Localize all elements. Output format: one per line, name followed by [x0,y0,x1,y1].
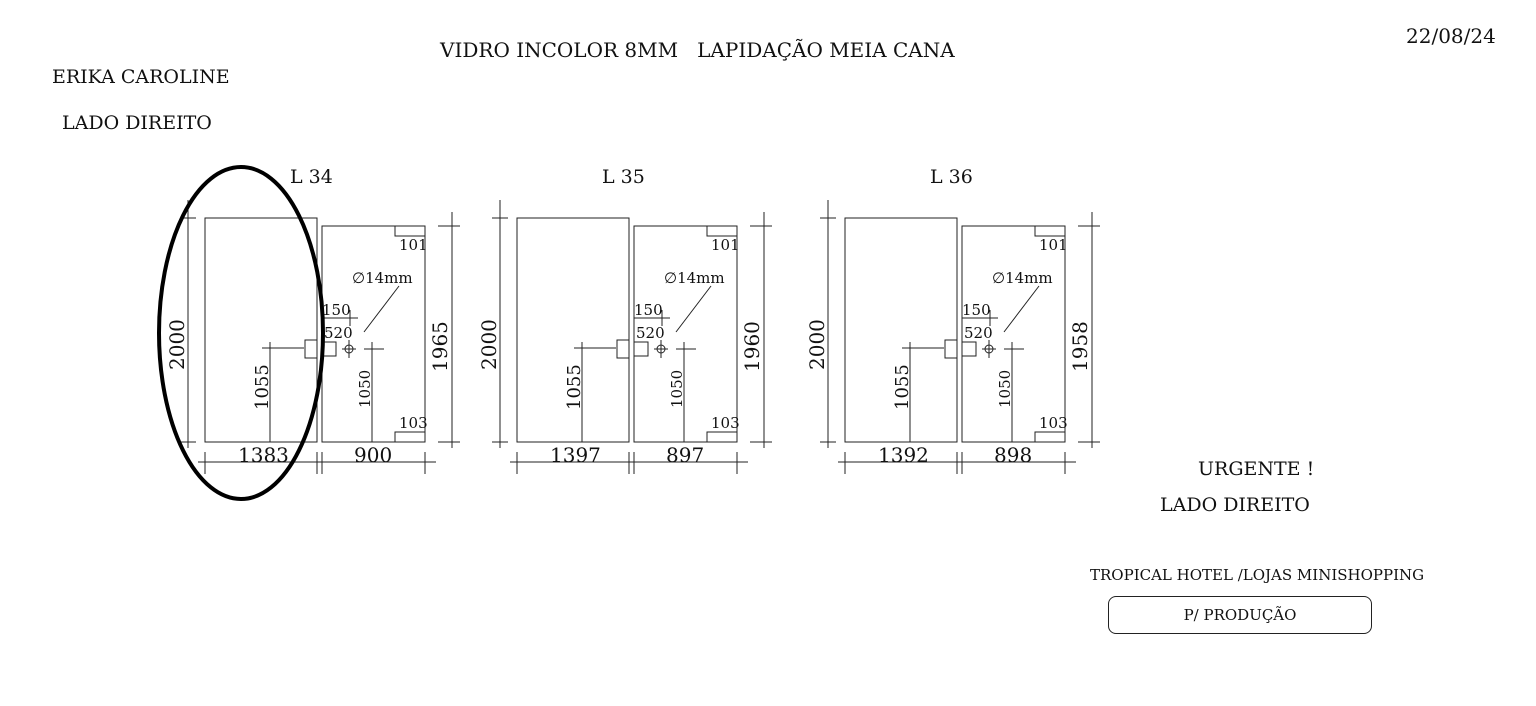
hole-diameter-label: ∅14mm [352,269,413,287]
hole-diameter-label: ∅14mm [992,269,1053,287]
hole-height-label: 1050 [996,370,1014,408]
production-stamp-label: P/ PRODUÇÃO [1183,606,1297,624]
side-note: LADO DIREITO [1160,494,1310,516]
offset-520-label: 520 [324,324,353,342]
fixed-height-label: 2000 [477,319,501,370]
hole-height-label: 1050 [668,370,686,408]
hole-diameter-label: ∅14mm [664,269,725,287]
fixed-panel [844,217,958,443]
handle-block [944,339,958,359]
fixed-height-label: 2000 [805,319,829,370]
hinge-top [394,225,426,237]
door-width-label: 898 [994,443,1032,467]
handle-block [616,339,630,359]
fixed-width-label: 1397 [550,443,601,467]
unit-3: L 36 2000 1958 1392 898 1055 1050 150 520 ∅14mm 10… [805,166,1100,474]
hole-leader [1003,285,1040,333]
lock-block [961,341,977,357]
hole-height-label: 1050 [356,370,374,408]
handle-height-label: 1055 [564,364,585,410]
hinge-top-label: 101 [399,236,428,254]
project-name: TROPICAL HOTEL /LOJAS MINISHOPPING [1090,566,1425,584]
door-height-label: 1958 [1068,321,1092,372]
door-panel [633,225,738,443]
offset-520-label: 520 [964,324,993,342]
fixed-panel [204,217,318,443]
door-width-label: 900 [354,443,392,467]
glass-spec-title: VIDRO INCOLOR 8MM LAPIDAÇÃO MEIA CANA [440,38,955,62]
door-height-label: 1965 [428,321,452,372]
highlight-circle [157,165,325,501]
urgent-note: URGENTE ! [1198,458,1315,480]
hole-leader [363,285,400,333]
lock-block [633,341,649,357]
offset-150-label: 150 [634,301,663,319]
hinge-bottom [706,431,738,443]
door-panel [961,225,1066,443]
hinge-top [706,225,738,237]
handle-height-label: 1055 [252,364,273,410]
unit-label: L 35 [602,166,645,188]
unit-2: L 35 2000 1960 1397 897 1055 1050 150 520 ∅14mm 10… [477,166,772,474]
handle-height-label: 1055 [892,364,913,410]
unit-1: L 34 2000 1965 1383 900 1055 1050 150 520 ∅14mm 10… [165,166,460,474]
unit-label: L 34 [290,166,333,188]
hole-leader [675,285,712,333]
hinge-top-label: 101 [711,236,740,254]
offset-150-label: 150 [322,301,351,319]
side-label: LADO DIREITO [62,112,212,134]
fixed-width-label: 1383 [238,443,289,467]
hinge-top-label: 101 [1039,236,1068,254]
unit-label: L 36 [930,166,973,188]
fixed-panel [516,217,630,443]
client-name: ERIKA CAROLINE [52,66,230,88]
door-width-label: 897 [666,443,704,467]
hinge-bottom [394,431,426,443]
hinge-bottom-label: 103 [399,414,428,432]
hinge-top [1034,225,1066,237]
fixed-width-label: 1392 [878,443,929,467]
hinge-bottom-label: 103 [711,414,740,432]
hinge-bottom-label: 103 [1039,414,1068,432]
offset-150-label: 150 [962,301,991,319]
date-label: 22/08/24 [1406,24,1496,48]
production-stamp: P/ PRODUÇÃO [1108,596,1372,634]
offset-520-label: 520 [636,324,665,342]
door-height-label: 1960 [740,321,764,372]
handle-block [304,339,318,359]
fixed-height-label: 2000 [165,319,189,370]
hinge-bottom [1034,431,1066,443]
